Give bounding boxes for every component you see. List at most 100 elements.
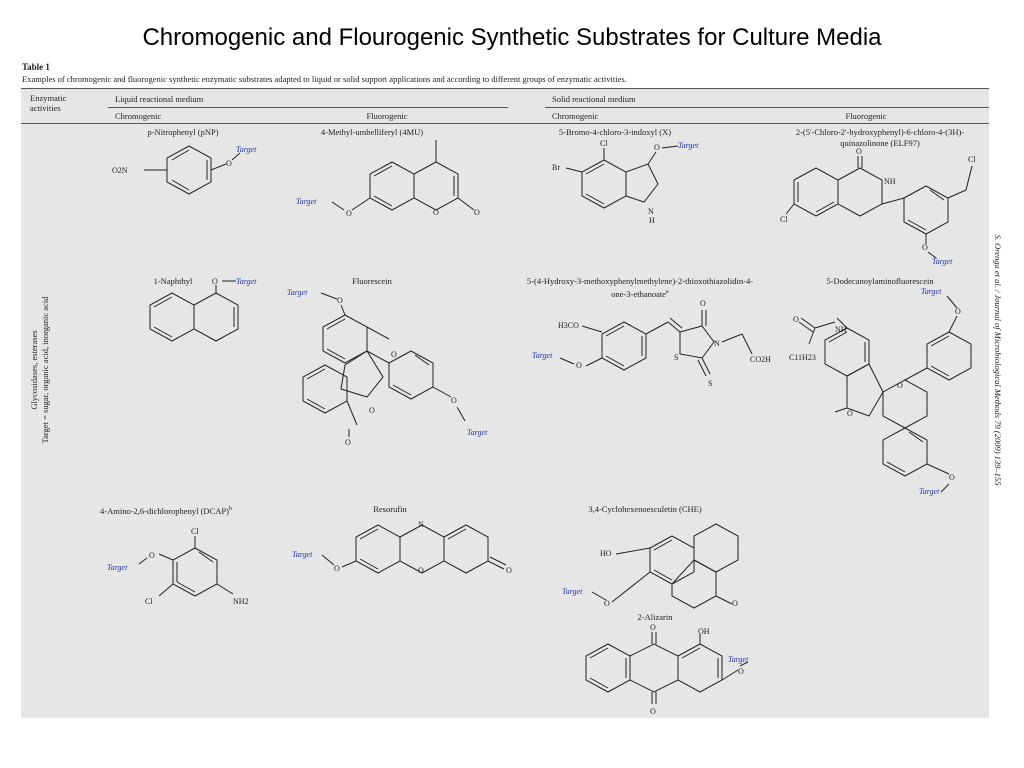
compound-name-dcap: 4-Amino-2,6-dichlorophenyl (DCAP)b [100, 505, 232, 516]
compound-name-4mu: 4-Methyl-umbelliferyl (4MU) [320, 127, 424, 137]
svg-text:Target: Target [562, 587, 583, 596]
row-label-glycosidases: Glycosidases, esterases Target = sugar, … [29, 296, 50, 444]
svg-text:N: N [714, 339, 720, 348]
svg-text:Cl: Cl [968, 155, 976, 164]
compound-name-che: 3,4-Cyclohexenoesculetin (CHE) [588, 504, 702, 514]
header-enzymatic-activities: Enzymatic activities [30, 93, 67, 113]
svg-text:O: O [369, 406, 375, 415]
svg-text:Target: Target [236, 277, 257, 286]
structure-dcap: Cl O Target Cl NH2 [107, 527, 249, 606]
svg-text:N: N [418, 520, 424, 529]
structure-4mu: O O O Target [296, 140, 480, 218]
svg-text:O: O [506, 566, 512, 575]
journal-citation: S. Orenga et al. / Journal of Microbiolo… [993, 234, 1003, 486]
svg-text:Cl: Cl [780, 215, 788, 224]
header-liquid-chromogenic: Chromogenic [115, 111, 162, 121]
structure-dodecanoyl: Target O O NH O C11H23 O O O O O Target [789, 287, 972, 496]
svg-text:O: O [897, 381, 903, 390]
compound-name-x: 5-Bromo-4-chloro-3-indoxyl (X) [558, 127, 672, 137]
structure-resorufin: Target O N O O [292, 520, 512, 575]
svg-text:O: O [451, 396, 457, 405]
structure-alizarin: O OH O Target O [585, 623, 749, 716]
svg-text:Target: Target [678, 141, 699, 150]
slide-title: Chromogenic and Flourogenic Synthetic Su… [142, 24, 882, 51]
svg-text:Target: Target [107, 563, 128, 572]
svg-text:OH: OH [698, 627, 710, 636]
header-solid-fluorogenic: Fluorogenic [845, 111, 887, 121]
svg-text:O: O [418, 566, 424, 575]
header-solid-chromogenic: Chromogenic [552, 111, 599, 121]
svg-text:O2N: O2N [112, 166, 128, 175]
svg-text:Target: Target [292, 550, 313, 559]
svg-text:H3CO: H3CO [558, 321, 579, 330]
compound-name-dodecanoyl: 5-Dodecanoylaminofluorescein [826, 276, 934, 286]
svg-text:Target: Target [236, 145, 257, 154]
svg-text:O: O [650, 707, 656, 716]
svg-text:O: O [149, 551, 155, 560]
svg-text:Br: Br [552, 163, 560, 172]
header-mid-rule-solid [545, 107, 989, 108]
svg-text:Target: Target [287, 288, 308, 297]
table-label: Table 1 [22, 62, 50, 72]
svg-text:O: O [576, 361, 582, 370]
header-solid-medium: Solid reactional medium [552, 94, 636, 104]
compound-name-alizarin: 2-Alizarin [637, 612, 673, 622]
structure-fluorescein: Target O O O Target O O [287, 288, 488, 447]
svg-text:O: O [847, 409, 853, 418]
svg-text:Cl: Cl [145, 597, 153, 606]
structure-pnp: O2N O Target [112, 145, 257, 195]
compound-name-resorufin: Resorufin [373, 504, 407, 514]
svg-text:Target: Target [296, 197, 317, 206]
structure-naphthyl: O Target [149, 277, 257, 342]
structure-che: HO Target O O O [562, 523, 739, 609]
header-liquid-fluorogenic: Fluorogenic [366, 111, 408, 121]
svg-text:Cl: Cl [600, 139, 608, 148]
svg-text:O: O [949, 473, 955, 482]
svg-text:O: O [955, 307, 961, 316]
svg-text:O: O [391, 350, 397, 359]
structure-elf97: O NH Cl Cl O Target [780, 147, 976, 266]
compound-name-pnp: p-Nitrophenyl (pNP) [147, 127, 219, 137]
svg-text:Cl: Cl [191, 527, 199, 536]
svg-text:Target: Target [932, 257, 953, 266]
svg-text:NH: NH [835, 325, 847, 334]
compound-name-fluorescein: Fluorescein [352, 276, 392, 286]
header-mid-rule [108, 107, 508, 108]
svg-text:S: S [674, 353, 678, 362]
svg-text:O: O [346, 209, 352, 218]
svg-text:O: O [732, 599, 738, 608]
svg-text:Target: Target [467, 428, 488, 437]
svg-text:CO2H: CO2H [750, 355, 771, 364]
structure-thioxo: H3CO O Target S N O S CO2H [532, 299, 771, 388]
svg-text:O: O [226, 159, 232, 168]
svg-text:C11H23: C11H23 [789, 353, 816, 362]
header-bottom-rule [21, 123, 989, 124]
svg-text:NH2: NH2 [233, 597, 249, 606]
svg-text:HO: HO [600, 549, 612, 558]
svg-text:O: O [334, 564, 340, 573]
compound-name-thioxo: 5-(4-Hydroxy-3-methoxyphenylmethylene)-2… [526, 276, 754, 299]
svg-text:O: O [856, 147, 862, 156]
svg-text:O: O [922, 243, 928, 252]
svg-text:O: O [212, 277, 218, 286]
table-body [21, 88, 989, 718]
compound-name-naphthyl: 1-Naphthyl [153, 276, 193, 286]
svg-text:S: S [708, 379, 712, 388]
svg-text:O: O [604, 599, 610, 608]
svg-text:N: N [648, 207, 654, 216]
svg-text:O: O [650, 623, 656, 632]
svg-text:O: O [700, 299, 706, 308]
svg-text:H: H [649, 216, 655, 225]
table-top-rule [21, 88, 989, 89]
svg-text:O: O [337, 296, 343, 305]
svg-text:Target: Target [919, 487, 940, 496]
structure-x: Cl Br O Target N H [552, 139, 699, 225]
svg-text:O: O [474, 208, 480, 217]
header-liquid-medium: Liquid reactional medium [115, 94, 204, 104]
table-caption: Examples of chromogenic and fluorogenic … [22, 74, 627, 84]
svg-text:O: O [738, 667, 744, 676]
svg-text:NH: NH [884, 177, 896, 186]
svg-text:Target: Target [728, 655, 749, 664]
svg-text:O: O [793, 315, 799, 324]
svg-text:Target: Target [921, 287, 942, 296]
